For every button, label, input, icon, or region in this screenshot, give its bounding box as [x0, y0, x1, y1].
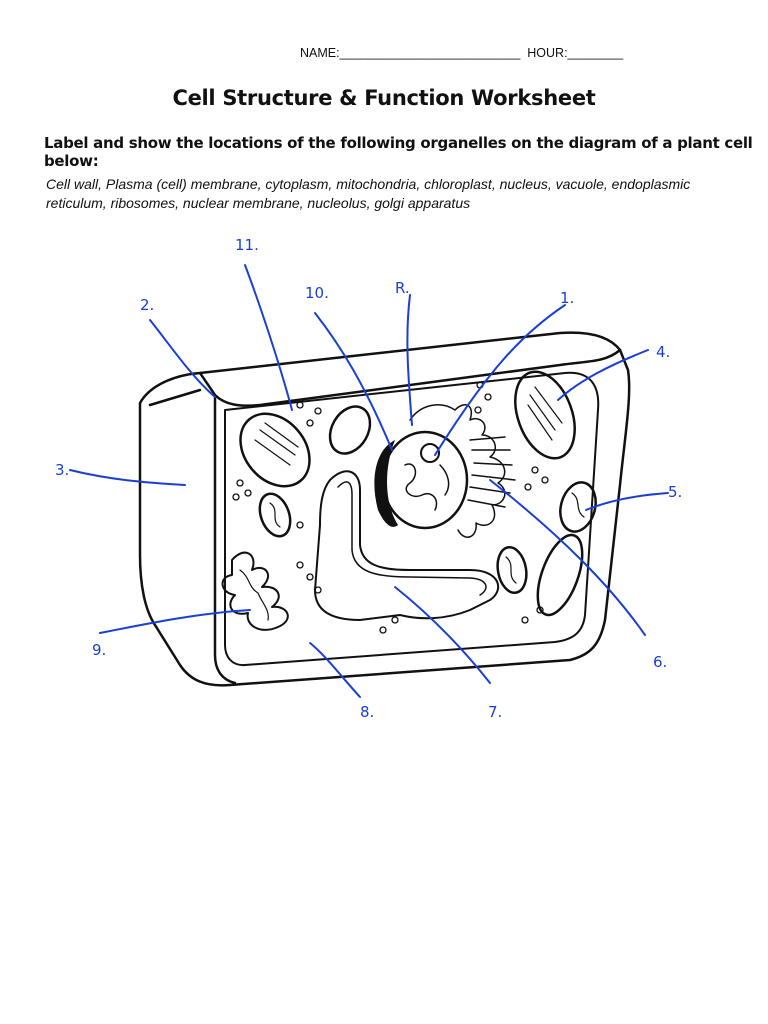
label-1: 1. — [560, 289, 574, 307]
name-hour-line: NAME:__________________________ HOUR:___… — [300, 46, 624, 60]
organelle-list: Cell wall, Plasma (cell) membrane, cytop… — [46, 176, 691, 211]
page-title: Cell Structure & Function Worksheet — [172, 86, 596, 110]
nuclear-envelope-dark — [374, 440, 398, 527]
label-9: 9. — [92, 641, 106, 659]
label-7: 7. — [488, 703, 502, 721]
plant-cell-diagram: 1. 2. 3. 4. 5. 6. 7. 8. 9. 10. 11. R. — [55, 236, 682, 721]
mitochondrion — [559, 481, 597, 533]
cell-wall-outline — [138, 331, 631, 687]
label-12: R. — [395, 279, 410, 297]
label-4: 4. — [656, 343, 670, 361]
nucleolus — [420, 443, 440, 463]
label-11: 11. — [235, 236, 259, 254]
instruction-text: Label and show the locations of the foll… — [44, 134, 753, 170]
label-8: 8. — [360, 703, 374, 721]
label-10: 10. — [305, 284, 329, 302]
endoplasmic-reticulum — [409, 404, 506, 538]
label-3: 3. — [55, 461, 69, 479]
label-5: 5. — [668, 483, 682, 501]
label-2: 2. — [140, 296, 154, 314]
chloroplast — [239, 412, 311, 488]
golgi-apparatus — [221, 551, 289, 631]
label-6: 6. — [653, 653, 667, 671]
